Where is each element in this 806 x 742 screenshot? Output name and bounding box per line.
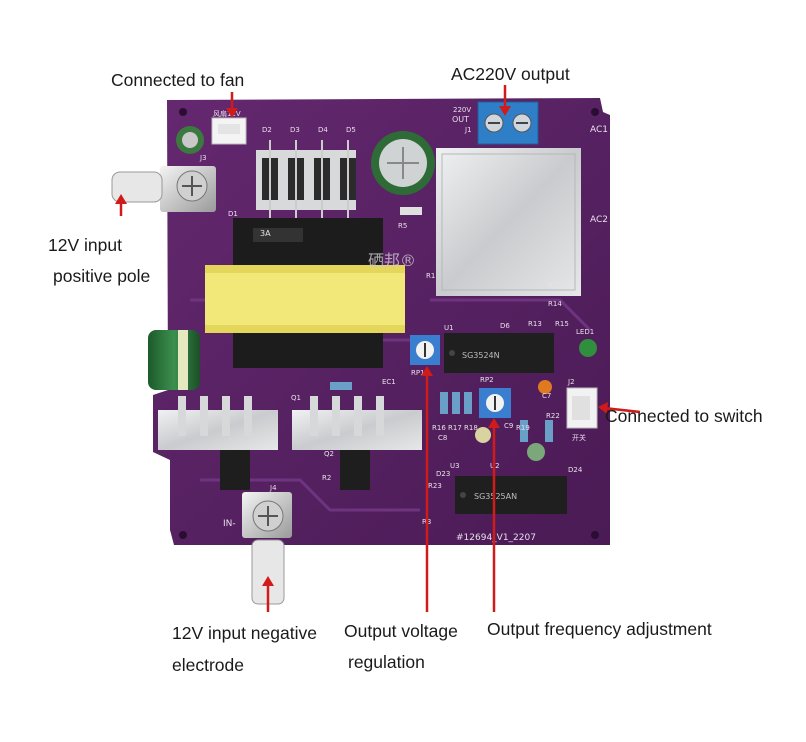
designator: R2 — [322, 474, 331, 482]
potentiometer-rp1 — [410, 335, 440, 365]
negative-terminal — [242, 492, 292, 605]
designator: D2 — [262, 126, 272, 134]
designator: U3 — [450, 462, 460, 470]
designator: R5 — [398, 222, 407, 230]
designator: J4 — [269, 484, 277, 492]
designator: R13 — [528, 320, 542, 328]
silk-ac2: AC2 — [590, 215, 608, 225]
label-output-frequency-adjustment: Output frequency adjustment — [487, 619, 712, 639]
label-connected-to-switch: Connected to switch — [605, 406, 763, 426]
silk-output-voltage: 220V — [453, 106, 471, 114]
designator: D6 — [500, 322, 510, 330]
diode-array — [256, 140, 356, 220]
designator: R14 — [548, 300, 562, 308]
designator: C9 — [504, 422, 513, 430]
designator: R1 — [426, 272, 435, 280]
designator: EC1 — [382, 378, 396, 386]
designator: Q1 — [291, 394, 301, 402]
small-capacitor — [176, 126, 204, 154]
silk-watermark: 硒邦® — [368, 251, 416, 270]
designator: R17 — [448, 424, 462, 432]
designator: D1 — [228, 210, 238, 218]
silk-fan-header: 风扇12V — [213, 109, 241, 118]
designator: R23 — [428, 482, 442, 490]
designator: RP2 — [480, 376, 494, 384]
designator: LED1 — [576, 328, 594, 336]
designator: J1 — [464, 126, 472, 134]
label-12v-input: 12V input — [48, 235, 122, 255]
designator: R16 — [432, 424, 446, 432]
switch-connector — [566, 387, 598, 429]
label-12v-input-negative: 12V input negative — [172, 623, 317, 643]
designator: D23 — [436, 470, 450, 478]
led — [579, 339, 597, 357]
ic-sg3524 — [444, 333, 554, 373]
designator: R19 — [516, 424, 530, 432]
designator: D5 — [346, 126, 356, 134]
label-electrode: electrode — [172, 655, 244, 675]
silkscreen: 风扇12V OUT 220V AC1 AC2 IN- 开关 硒邦® #12694… — [199, 106, 608, 543]
silk-board-id: #12694_V1_2207 — [456, 533, 536, 543]
silk-ic1: SG3524N — [462, 351, 500, 360]
designator: RP1 — [411, 369, 425, 377]
label-ac220v-output: AC220V output — [451, 64, 570, 84]
transformer — [205, 218, 405, 368]
designator: R18 — [464, 424, 478, 432]
designator: J2 — [567, 378, 575, 386]
fan-connector — [211, 117, 247, 145]
label-connected-to-fan: Connected to fan — [111, 70, 245, 90]
electrolytic-capacitor-left — [148, 330, 200, 390]
arrow-switch — [603, 406, 641, 414]
designator: R12 — [548, 282, 562, 290]
label-output-voltage: Output voltage — [344, 621, 458, 641]
designator: D4 — [318, 126, 328, 134]
designator: R15 — [555, 320, 569, 328]
positive-terminal — [111, 166, 216, 212]
designator: Q2 — [324, 450, 334, 458]
electrolytic-capacitor-top — [371, 131, 435, 195]
silk-ac1: AC1 — [590, 125, 608, 135]
potentiometer-rp2 — [479, 388, 511, 418]
main-heatsink — [436, 148, 581, 296]
silk-input-negative: IN- — [223, 519, 236, 529]
designator: C8 — [438, 434, 447, 442]
silk-switch: 开关 — [572, 433, 586, 442]
callout-arrows — [115, 85, 641, 612]
designator: C7 — [542, 392, 551, 400]
lower-heatsinks — [158, 396, 422, 490]
resistors — [330, 207, 553, 461]
silk-designators: D2 D3 D4 D5 J3 J1 J2 J4 D1 R5 EC1 RP1 RP… — [199, 126, 594, 526]
ic-sg3525 — [455, 476, 567, 514]
label-positive-pole: positive pole — [53, 266, 151, 286]
designator: D3 — [290, 126, 300, 134]
designator: R22 — [546, 412, 560, 420]
silk-ic2: SG3525AN — [474, 492, 517, 501]
silk-output: OUT — [452, 115, 469, 124]
designator: U1 — [444, 324, 454, 332]
designator: 3A — [260, 229, 271, 238]
label-regulation: regulation — [348, 652, 425, 672]
designator: D24 — [568, 466, 583, 474]
designator: J3 — [199, 154, 207, 162]
